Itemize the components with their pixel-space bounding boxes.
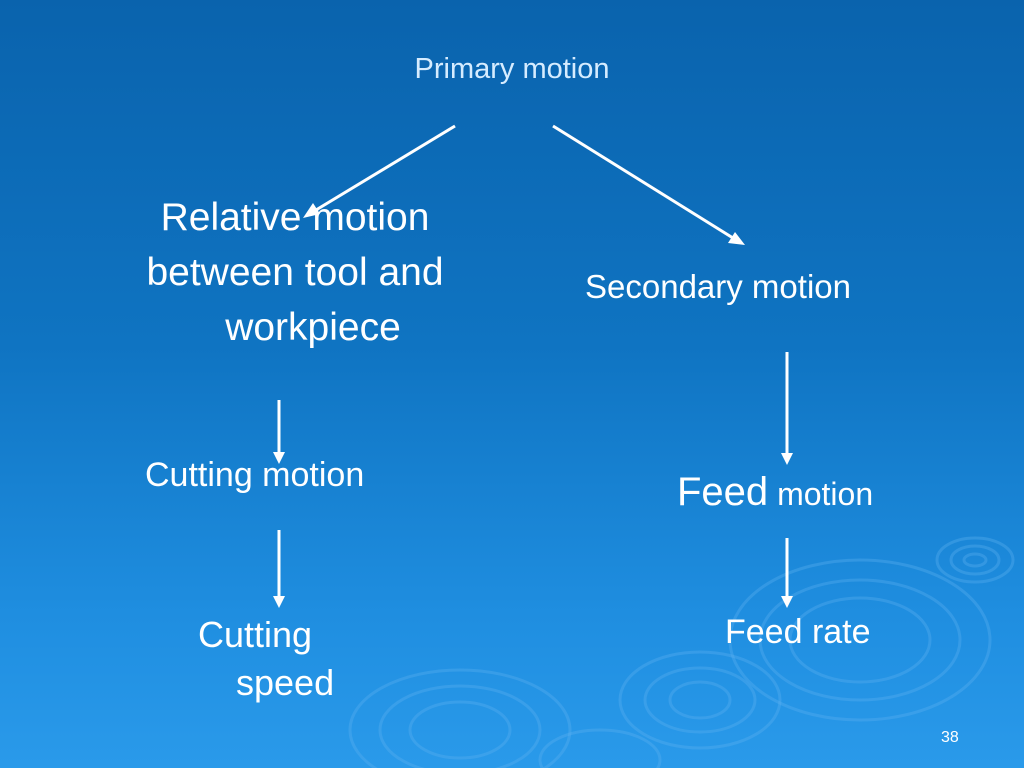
cutting-speed-label: Cutting speed: [198, 611, 334, 707]
relative-motion-line3: workpiece: [225, 306, 401, 349]
feed-motion-label: Feed motion: [677, 468, 873, 516]
secondary-motion-label: Secondary motion: [585, 268, 851, 305]
arrow-primary-to-relative: [303, 124, 456, 218]
primary-motion-title: Primary motion: [414, 53, 610, 85]
motion-word: motion: [777, 476, 874, 512]
feed-rate-label: Feed rate: [725, 613, 871, 651]
arrow-secondary-to-feed-motion: [781, 352, 793, 465]
relative-motion-line1: Relative motion: [160, 196, 430, 239]
cutting-speed-line1: Cutting: [198, 614, 313, 655]
cutting-motion-label: Cutting motion: [145, 456, 365, 494]
relative-motion-line2: between tool and: [146, 251, 444, 294]
arrow-primary-to-secondary: [552, 124, 745, 245]
relative-motion-label: Relative motion between tool and workpie…: [120, 190, 470, 355]
arrow-cutting-motion-to-cutting-speed: [273, 530, 285, 608]
arrow-relative-to-cutting-motion: [273, 400, 285, 464]
arrow-feed-motion-to-feed-rate: [781, 538, 793, 608]
page-number: 38: [941, 729, 959, 746]
cutting-speed-line2: speed: [236, 662, 335, 703]
feed-word: Feed: [677, 470, 769, 514]
